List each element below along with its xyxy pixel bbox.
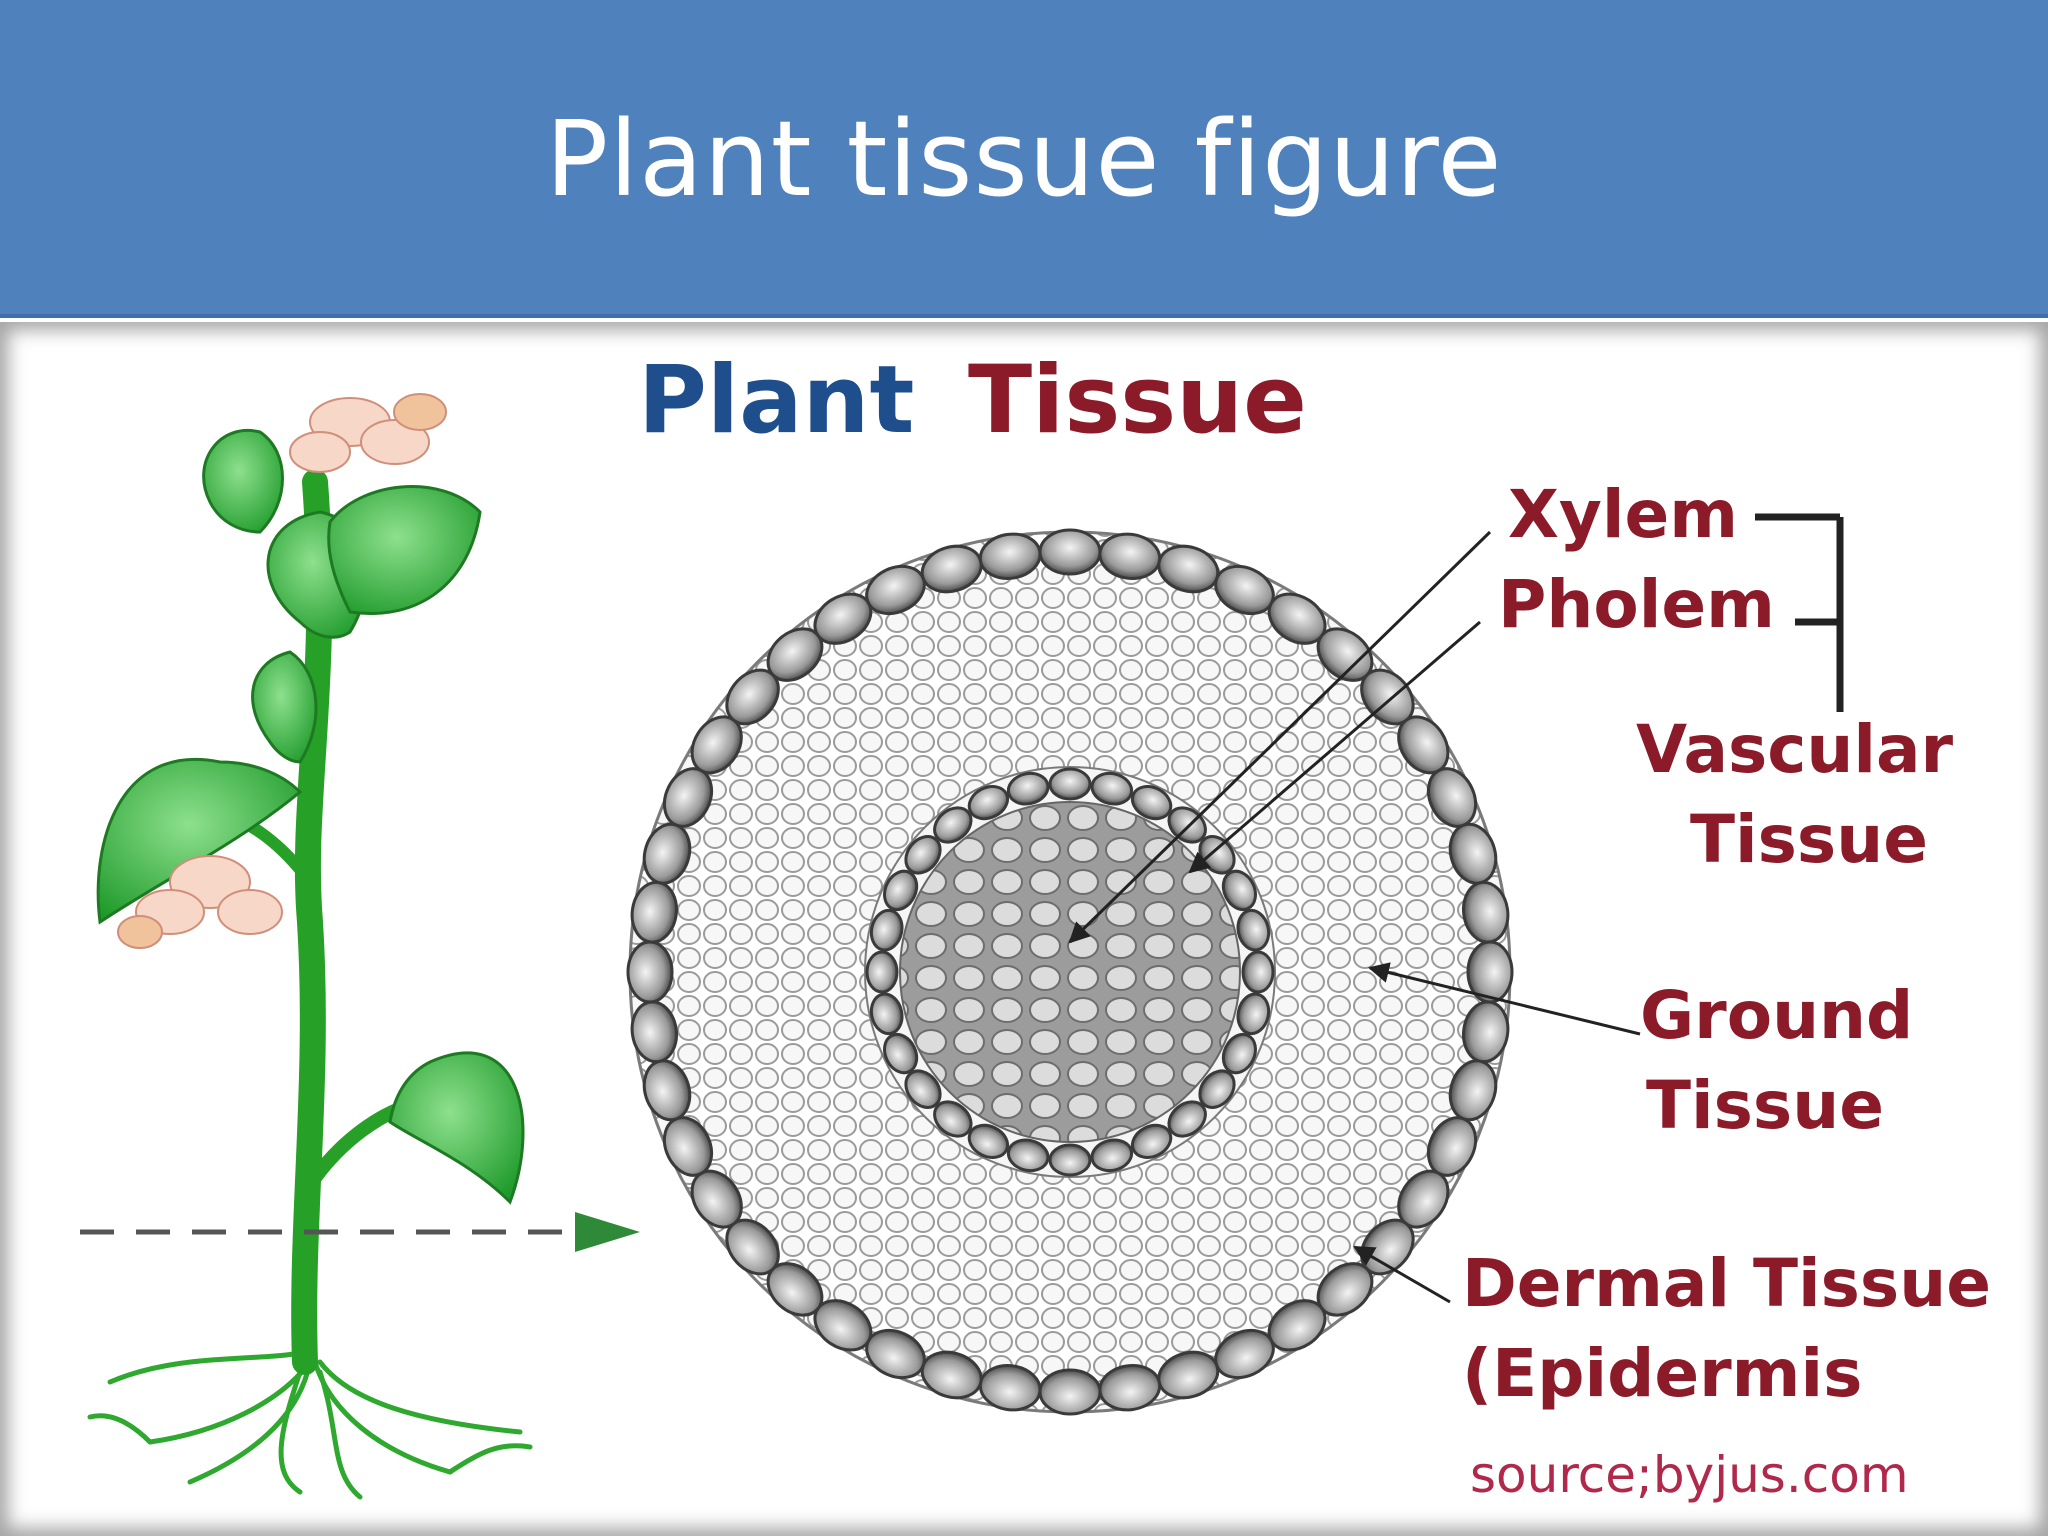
figure-title-plant: Plant: [638, 346, 914, 455]
cell: [869, 992, 904, 1036]
cell: [1198, 1069, 1236, 1109]
leaf: [388, 1051, 525, 1205]
label-ground-2: Tissue: [1646, 1067, 1884, 1144]
cell: [1090, 1138, 1134, 1173]
cell: [1462, 880, 1510, 944]
cell: [967, 1123, 1010, 1159]
source-credit: source;byjus.com: [1470, 1446, 1909, 1504]
figure-title-tissue: Tissue: [968, 346, 1307, 455]
leaf: [96, 758, 303, 925]
plant-illustration: [80, 393, 640, 1500]
plant-tissue-figure: Plant Tissue: [80, 346, 1991, 1504]
cell: [933, 806, 973, 844]
cell: [1221, 869, 1257, 912]
slide-title-bar: [0, 0, 2048, 318]
cell: [869, 908, 904, 952]
cell: [883, 1032, 919, 1075]
cell: [1048, 767, 1092, 801]
cell: [883, 869, 919, 912]
label-pholem: Pholem: [1498, 566, 1775, 643]
cell: [904, 835, 942, 875]
cell: [1038, 528, 1102, 576]
cell: [1221, 1032, 1257, 1075]
cell: [1236, 908, 1271, 952]
cell: [1241, 950, 1275, 994]
cell: [1130, 785, 1173, 821]
label-pointers: [1068, 513, 1844, 1304]
stem-cross-section: [626, 528, 1514, 1416]
cell: [1048, 1143, 1092, 1177]
leaf: [202, 429, 284, 534]
label-vascular-1: Vascular: [1636, 711, 1954, 788]
label-vascular-2: Tissue: [1690, 801, 1928, 878]
cell: [865, 950, 899, 994]
flower: [289, 393, 447, 473]
flower: [117, 855, 283, 949]
cell: [1006, 771, 1050, 806]
cell: [967, 785, 1010, 821]
epidermis-cells: [626, 528, 1514, 1416]
vascular-ring-cells: [865, 767, 1275, 1177]
label-xylem: Xylem: [1508, 476, 1738, 553]
cell: [933, 1100, 973, 1138]
cell: [1130, 1123, 1173, 1159]
leaf: [327, 485, 482, 615]
cell: [1038, 1368, 1102, 1416]
leaf: [251, 650, 318, 764]
label-dermal-1: Dermal Tissue: [1462, 1245, 1991, 1322]
slide-title: Plant tissue figure: [545, 98, 1503, 220]
label-dermal-2: (Epidermis: [1462, 1335, 1862, 1412]
label-ground-1: Ground: [1640, 977, 1913, 1054]
cell: [1006, 1138, 1050, 1173]
cell: [626, 940, 674, 1004]
cell: [1236, 992, 1271, 1036]
cell: [1090, 771, 1134, 806]
cell: [904, 1069, 942, 1109]
cell: [1167, 1100, 1207, 1138]
